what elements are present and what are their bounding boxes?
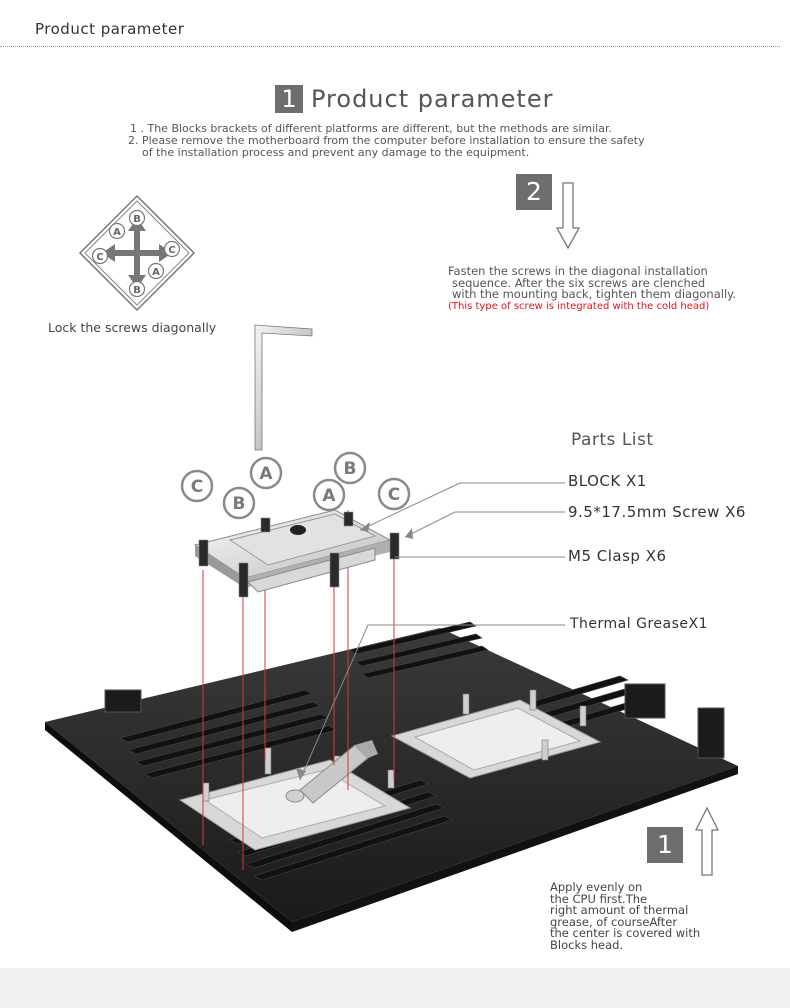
screw-label-a-left: A	[259, 464, 273, 484]
diagram-letter-b-top: B	[133, 214, 141, 225]
hex-key-icon	[254, 324, 313, 451]
step-1-line-6: Blocks head.	[550, 937, 624, 952]
down-arrow-icon	[555, 182, 581, 250]
step-2-line-1: Fasten the screws in the diagonal instal…	[448, 264, 708, 278]
diagram-letter-c-right: C	[168, 245, 175, 256]
screw-label-b-right: B	[344, 459, 357, 479]
step-2-line-3: with the mounting back, tighten them dia…	[452, 287, 736, 301]
diagram-letter-b-bottom: B	[133, 285, 141, 296]
parts-callout-lines	[299, 482, 565, 781]
section-header: Product parameter	[35, 20, 185, 38]
thermal-grease-syringe	[285, 740, 378, 804]
page-footer-band	[0, 968, 790, 1008]
title-text: Product parameter	[311, 85, 554, 113]
step-2-line-2: sequence. After the six screws are clenc…	[452, 275, 706, 290]
step-2-badge: 2	[516, 174, 552, 210]
intro-line-1: 1 . The Blocks brackets of different pla…	[130, 122, 612, 135]
step-2-instructions: Fasten the screws in the diagonal instal…	[448, 264, 768, 312]
up-arrow-icon	[694, 806, 720, 876]
step-1-line-2: the CPU first.The	[550, 891, 648, 906]
parts-list-title: Parts List	[571, 430, 654, 450]
diagram-screw-markers	[91, 209, 181, 298]
step-2-note: (This type of screw is integrated with t…	[448, 300, 710, 312]
intro-line-3: of the installation process and prevent …	[142, 146, 530, 159]
screw-label-b-left: B	[233, 494, 246, 514]
page-title: 1 Product parameter	[275, 83, 553, 115]
step-1-line-3: right amount of thermal	[550, 903, 689, 917]
header-divider	[0, 46, 780, 47]
step-1-badge: 1	[647, 827, 683, 863]
intro-line-2: 2. Please remove the motherboard from th…	[128, 134, 645, 147]
step-1-instructions: Apply evenly on the CPU first.The right …	[550, 880, 750, 952]
step-1-line-4: grease, of courseAfter	[550, 914, 678, 929]
title-number-badge: 1	[275, 85, 303, 113]
diagonal-sequence-diagram	[78, 194, 196, 312]
water-block	[193, 509, 392, 593]
step-1-line-5: the center is covered with	[550, 926, 701, 940]
part-block: BLOCK X1	[568, 472, 647, 490]
part-thermal-grease: Thermal GreaseX1	[570, 616, 708, 632]
diagram-letter-c-left: C	[96, 252, 103, 263]
screw-letter-markers	[180, 451, 411, 520]
part-clasp: M5 Clasp X6	[568, 547, 667, 565]
installation-illustration: B A C C A B	[45, 182, 738, 932]
step-1-line-1: Apply evenly on	[550, 880, 643, 894]
intro-notes: 1 . The Blocks brackets of different pla…	[128, 123, 728, 159]
screw-label-a-right: A	[322, 486, 336, 506]
diagram-letter-a-left: A	[113, 227, 121, 238]
screw-label-c-left: C	[191, 477, 203, 497]
part-screw: 9.5*17.5mm Screw X6	[568, 503, 746, 521]
screw-label-c-right: C	[388, 485, 400, 505]
diagram-caption: Lock the screws diagonally	[48, 320, 217, 335]
diagram-letter-a-right: A	[152, 267, 160, 278]
